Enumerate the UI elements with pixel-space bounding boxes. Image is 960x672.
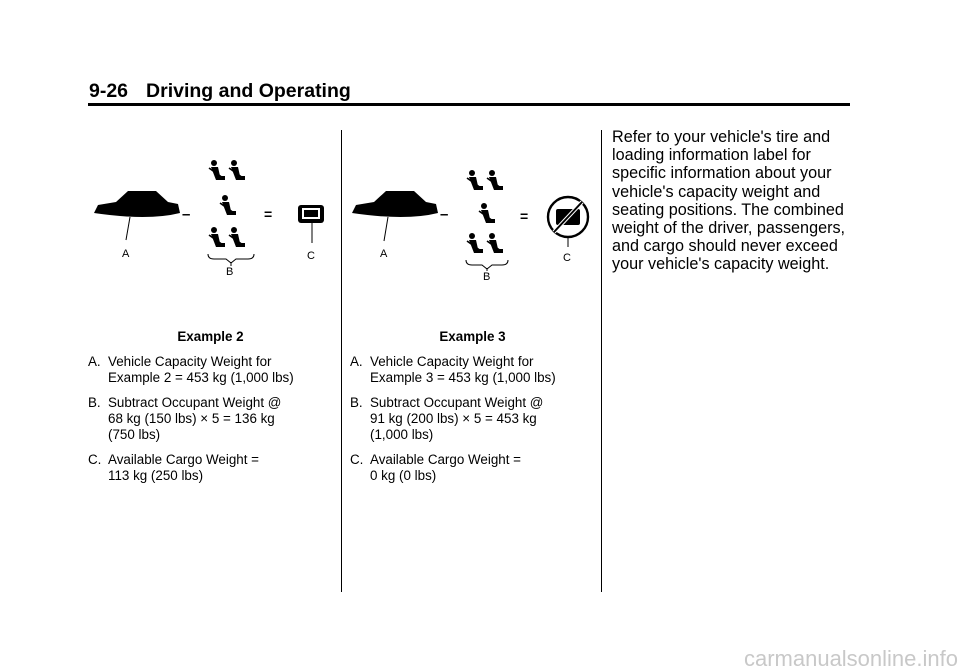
seat-belt-icon-group bbox=[208, 159, 246, 248]
no-cargo-icon bbox=[546, 195, 590, 247]
equals-sign: = bbox=[264, 206, 272, 222]
example3-column: A – B = C Example 3 A.Vehicle Capacity W… bbox=[350, 165, 595, 493]
list-item: C.Available Cargo Weight =0 kg (0 lbs) bbox=[350, 452, 521, 483]
section-title: Driving and Operating bbox=[146, 80, 351, 102]
body-paragraph: Refer to your vehicle's tire and loading… bbox=[612, 128, 846, 274]
diagram-label-a: A bbox=[380, 248, 388, 260]
cargo-box-icon bbox=[298, 205, 324, 243]
example3-diagram: A – B = C bbox=[352, 169, 590, 283]
watermark: carmanualsonline.info bbox=[743, 646, 958, 671]
diagram-label-c: C bbox=[307, 250, 315, 262]
diagram-label-b: B bbox=[483, 271, 490, 283]
list-item: B.Subtract Occupant Weight @91 kg (200 l… bbox=[350, 395, 544, 442]
diagram-label-c: C bbox=[563, 252, 571, 264]
minus-sign: – bbox=[440, 206, 448, 223]
equals-sign: = bbox=[520, 208, 528, 224]
column-divider-1 bbox=[341, 130, 342, 592]
header-rule bbox=[88, 103, 850, 106]
diagram-label-b: B bbox=[226, 266, 233, 275]
column-divider-2 bbox=[601, 130, 602, 592]
car-icon bbox=[352, 191, 438, 242]
seat-belt-icon-group bbox=[466, 169, 504, 254]
example2-column: A – B = C Example 2 A.Vehicle Capacity W… bbox=[88, 155, 333, 493]
figure-caption: Example 2 bbox=[177, 329, 244, 344]
car-icon bbox=[94, 191, 180, 241]
page-header: 9-26 Driving and Operating bbox=[89, 80, 351, 103]
diagram-label-a: A bbox=[122, 248, 130, 260]
page-number: 9-26 bbox=[89, 80, 129, 102]
list-item: B.Subtract Occupant Weight @68 kg (150 l… bbox=[88, 395, 282, 442]
list-item: C.Available Cargo Weight =113 kg (250 lb… bbox=[88, 452, 259, 483]
minus-sign: – bbox=[182, 206, 190, 223]
figure-caption: Example 3 bbox=[439, 329, 506, 344]
example2-diagram: A – B = C bbox=[94, 159, 324, 278]
